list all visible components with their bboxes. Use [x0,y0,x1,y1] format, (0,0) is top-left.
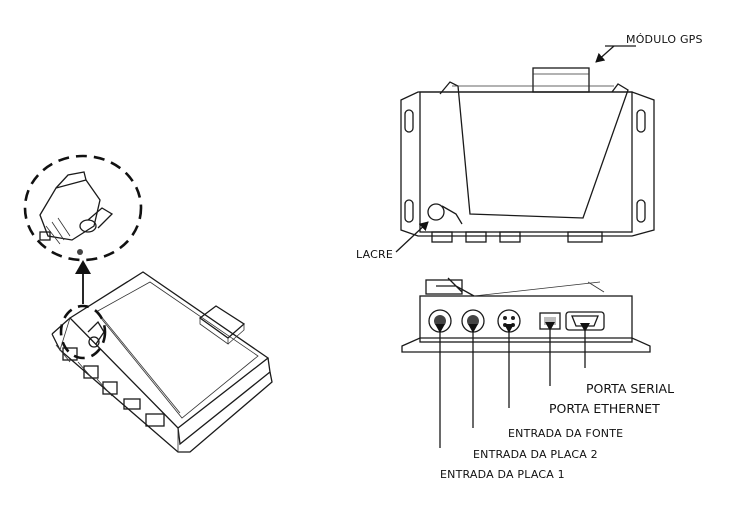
zoom-source-circle [59,304,107,360]
side-connectors [55,344,165,427]
device-top-view [395,45,655,253]
gps-module-shape [532,67,590,93]
ethernet-port-label: PORTA ETHERNET [549,401,660,416]
seal-label: LACRE [356,248,393,261]
seal-zoom-detail [23,154,143,262]
power-connector [497,309,521,333]
serial-connector [565,311,605,331]
power-input-label: ENTRADA DA FONTE [508,427,623,440]
seal-detail-small [87,320,105,348]
serial-port-label: PORTA SERIAL [586,381,674,396]
gps-module-label: MÓDULO GPS [626,33,703,46]
board1-input-label: ENTRADA DA PLACA 1 [440,468,565,481]
board1-connector [428,309,452,333]
board2-connector [461,309,485,333]
board2-input-label: ENTRADA DA PLACA 2 [473,448,598,461]
isometric-device-view [23,154,273,453]
device-side-view [401,277,651,448]
ethernet-connector [539,312,561,330]
seal-shape [427,203,445,221]
